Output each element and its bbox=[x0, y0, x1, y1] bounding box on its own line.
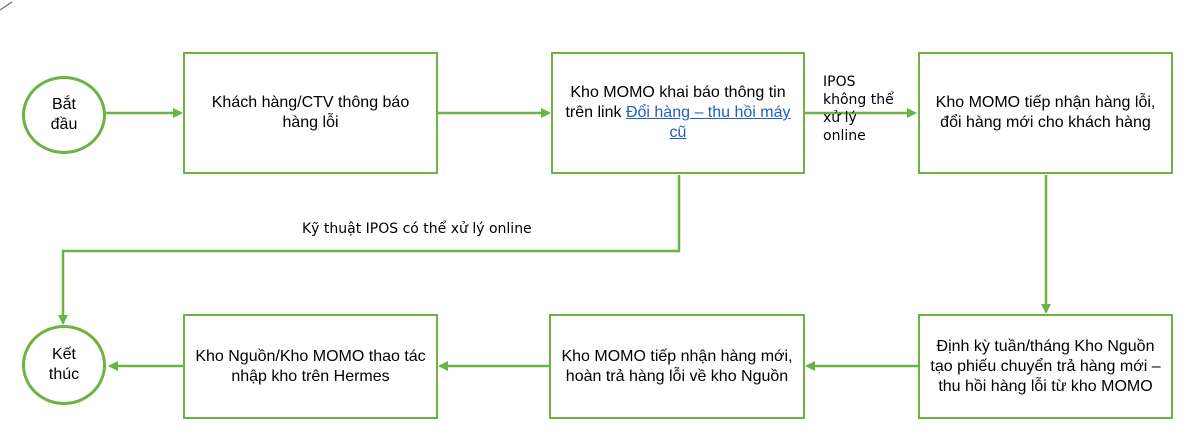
report-defect-text: Khách hàng/CTV thông báo hàng lỗi bbox=[211, 94, 410, 131]
declare-info-box: Kho MOMO khai báo thông tin trên link Đổ… bbox=[551, 52, 805, 174]
periodic-transfer-text: Định kỳ tuần/tháng Kho Nguồn tạo phiếu c… bbox=[930, 337, 1161, 395]
end-label: Kết thúc bbox=[48, 346, 80, 383]
report-defect-box: Khách hàng/CTV thông báo hàng lỗi bbox=[183, 52, 438, 174]
receive-return-box: Kho MOMO tiếp nhận hàng mới, hoàn trả hà… bbox=[549, 314, 805, 419]
declare-info-prefix: Kho MOMO khai báo thông tin trên link bbox=[565, 84, 786, 121]
ipos-online-label: Kỹ thuật IPOS có thể xử lý online bbox=[302, 221, 532, 237]
ipos-offline-label: IPOS không thể xử lý online bbox=[823, 74, 894, 144]
edge-declare-to-end bbox=[58, 175, 681, 325]
receive-exchange-text: Kho MOMO tiếp nhận hàng lỗi, đổi hàng mớ… bbox=[935, 94, 1156, 131]
periodic-transfer-box: Định kỳ tuần/tháng Kho Nguồn tạo phiếu c… bbox=[918, 314, 1173, 419]
declare-info-text: Kho MOMO khai báo thông tin trên link Đổ… bbox=[563, 83, 793, 143]
corner-mark bbox=[0, 1, 13, 11]
hermes-import-box: Kho Nguồn/Kho MOMO thao tác nhập kho trê… bbox=[183, 314, 438, 419]
start-node: Bắt đầu bbox=[22, 76, 106, 154]
hermes-import-text: Kho Nguồn/Kho MOMO thao tác nhập kho trê… bbox=[195, 347, 426, 385]
exchange-recall-link[interactable]: Đổi hàng – thu hồi máy cũ bbox=[625, 104, 791, 141]
receive-exchange-box: Kho MOMO tiếp nhận hàng lỗi, đổi hàng mớ… bbox=[918, 52, 1173, 174]
start-label: Bắt đầu bbox=[50, 96, 78, 133]
end-node: Kết thúc bbox=[22, 325, 106, 405]
receive-return-text: Kho MOMO tiếp nhận hàng mới, hoàn trả hà… bbox=[561, 347, 793, 385]
